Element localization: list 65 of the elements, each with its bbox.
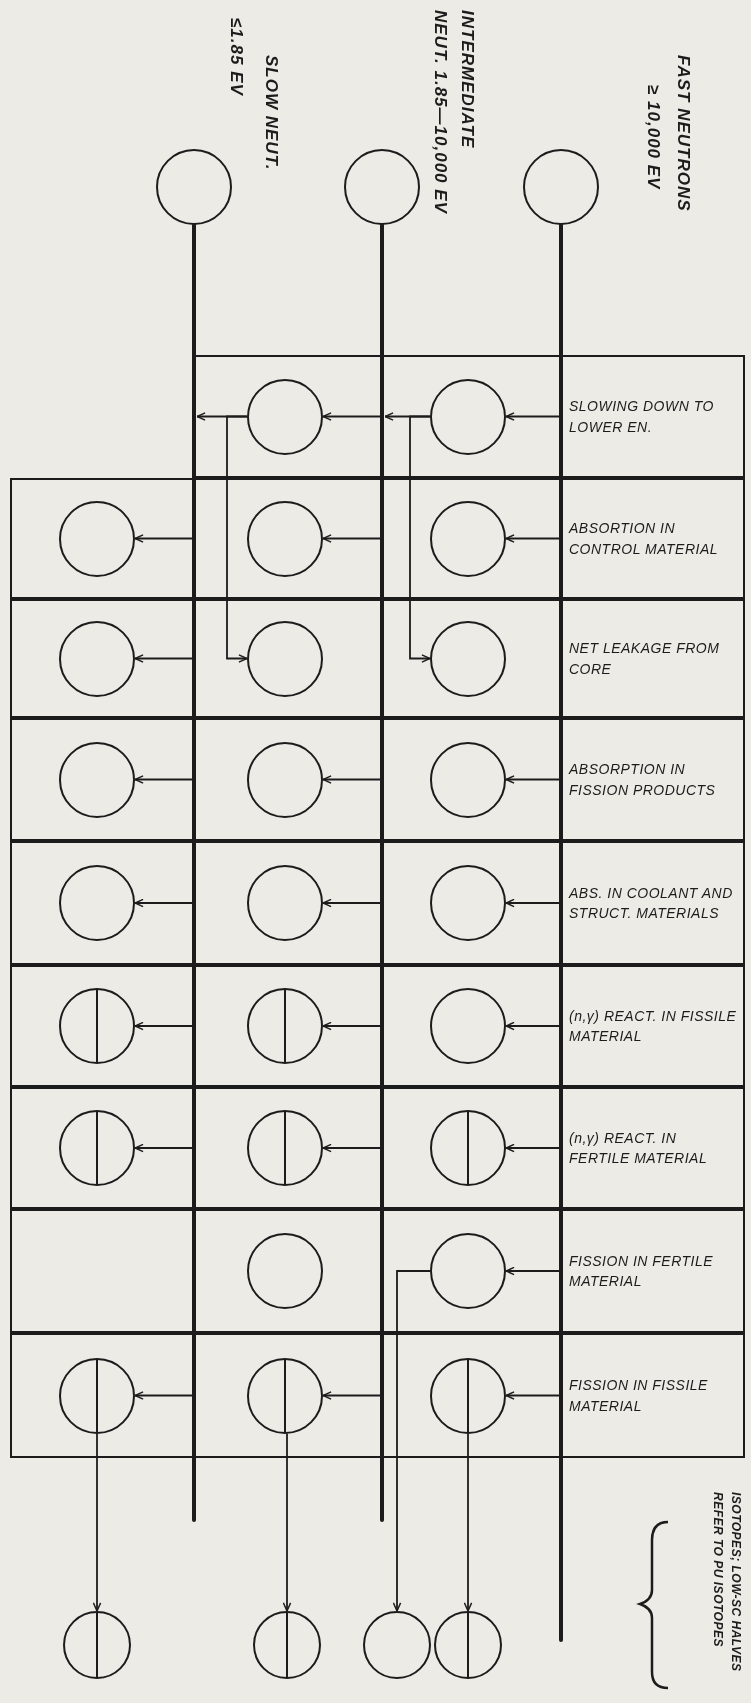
row-label: FISSION IN FERTILE MATERIAL: [569, 1251, 715, 1291]
column-heading: ≤1.85 EV: [228, 18, 245, 96]
arrow: [226, 415, 248, 663]
circle-symbol: [247, 620, 323, 697]
split-circle-symbol: [430, 1110, 506, 1186]
split-circle-symbol: [247, 988, 323, 1064]
circle-symbol: [156, 149, 232, 225]
row-band: [10, 478, 745, 599]
row-band: [10, 599, 745, 718]
row-band: [194, 355, 745, 478]
circle-symbol: [247, 865, 323, 941]
column-heading: INTERMEDIATE: [459, 10, 476, 149]
split-circle-symbol: [63, 1611, 131, 1679]
row-band: [10, 1087, 745, 1209]
split-circle-symbol: [430, 1357, 506, 1434]
row-label: FISSION IN FISSILE MATERIAL: [569, 1376, 709, 1416]
column-heading: ≥ 10,000 EV: [645, 85, 662, 190]
row-label: ABSORTION IN CONTROL MATERIAL: [569, 519, 720, 559]
row-label: ABS. IN COOLANT AND STRUCT. MATERIALS: [569, 883, 734, 923]
circle-symbol: [430, 1233, 506, 1309]
arrow: [463, 1432, 473, 1612]
column-heading: NEUT. 1.85—10,000 EV: [432, 10, 449, 214]
circle-symbol: [430, 865, 506, 941]
row-band: [10, 841, 745, 965]
circle-symbol: [247, 378, 323, 455]
column-heading: SLOW NEUT.: [263, 55, 280, 171]
split-circle-symbol: [253, 1611, 321, 1679]
circle-symbol: [523, 149, 599, 225]
circle-symbol: [59, 620, 135, 697]
row-label: SLOWING DOWN TO LOWER EN.: [569, 397, 715, 437]
row-label: (n,γ) REACT. IN FISSILE MATERIAL: [569, 1006, 737, 1046]
circle-symbol: [430, 500, 506, 577]
split-circle-symbol: [59, 988, 135, 1064]
row-band: [10, 1209, 745, 1333]
column-heading: FAST NEUTRONS: [675, 55, 692, 212]
row-band: [10, 718, 745, 841]
row-band: [10, 965, 745, 1087]
row-band: [10, 1333, 745, 1458]
circle-symbol: [430, 741, 506, 818]
split-circle-symbol: [247, 1357, 323, 1434]
circle-symbol: [430, 620, 506, 697]
arrow: [134, 224, 195, 1400]
circle-symbol: [247, 1233, 323, 1309]
circle-symbol: [344, 149, 420, 225]
circle-symbol: [59, 741, 135, 818]
note-text: ISOTOPES; LOW-SC HALVES REFER TO PU ISOTOPES: [710, 1492, 744, 1674]
split-circle-symbol: [59, 1357, 135, 1434]
split-circle-symbol: [434, 1611, 502, 1679]
circle-symbol: [430, 378, 506, 455]
row-label: (n,γ) REACT. IN FERTILE MATERIAL: [569, 1128, 709, 1168]
circle-symbol: [247, 741, 323, 818]
split-circle-symbol: [247, 1110, 323, 1186]
arrow: [322, 224, 383, 1400]
row-label: ABSORPTION IN FISSION PRODUCTS: [569, 760, 717, 800]
split-circle-symbol: [59, 1110, 135, 1186]
circle-symbol: [59, 865, 135, 941]
row-label: NET LEAKAGE FROM CORE: [569, 639, 721, 679]
arrow: [92, 1432, 102, 1612]
arrow: [409, 415, 431, 663]
arrow: [392, 1270, 431, 1612]
circle-symbol: [363, 1611, 431, 1679]
circle-symbol: [59, 500, 135, 577]
arrow: [282, 1432, 292, 1612]
circle-symbol: [247, 500, 323, 577]
circle-symbol: [430, 988, 506, 1064]
